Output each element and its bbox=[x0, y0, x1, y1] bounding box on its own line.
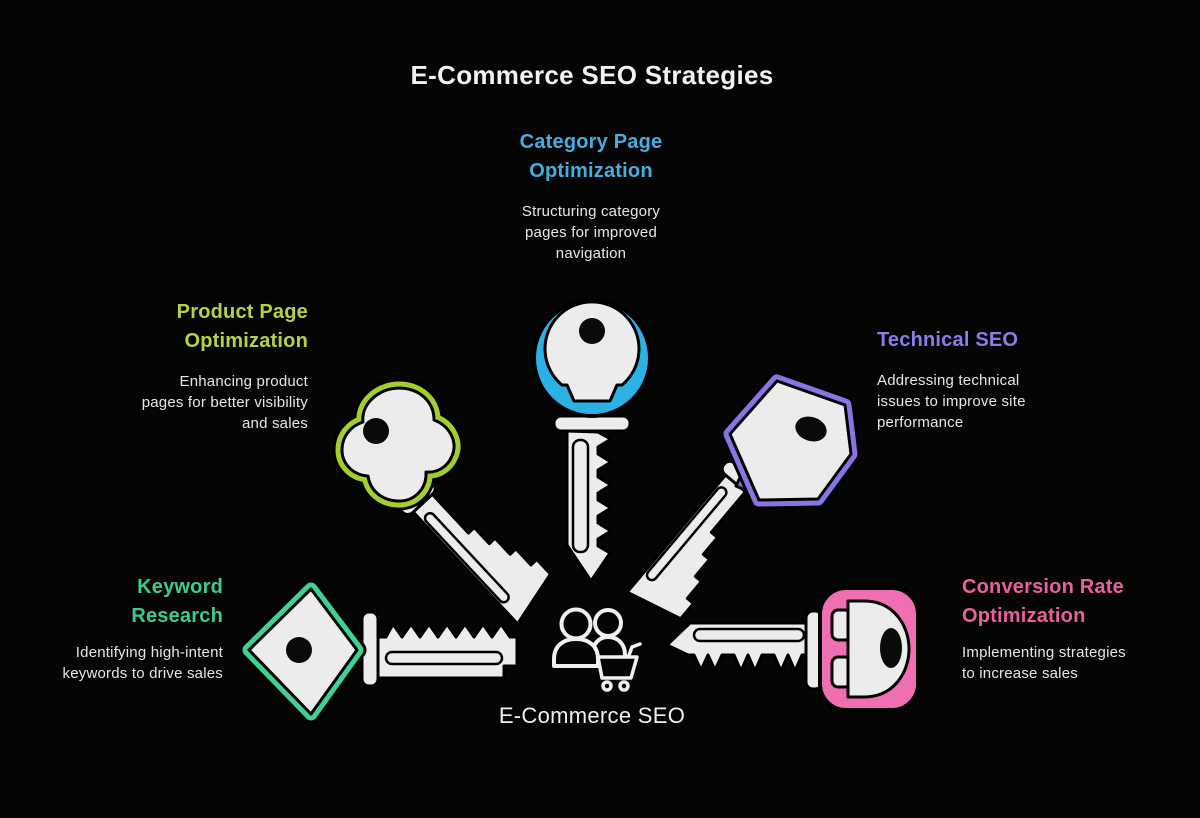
strategy-description: Addressing technical issues to improve s… bbox=[877, 372, 1026, 431]
people-shopping-cart-icon bbox=[552, 607, 642, 692]
strategy-conversion-rate: Conversion Rate Optimization Implementin… bbox=[962, 573, 1182, 684]
center-label: E-Commerce SEO bbox=[498, 703, 686, 728]
strategy-description: Structuring category pages for improved … bbox=[521, 203, 661, 262]
key-icon-product-page bbox=[332, 378, 552, 626]
strategy-heading: Category Page Optimization bbox=[519, 131, 663, 182]
keyhole bbox=[795, 416, 827, 442]
key-icon-keyword-research bbox=[239, 579, 519, 724]
page-title: E-Commerce SEO Strategies bbox=[410, 60, 774, 90]
strategy-heading: Conversion Rate Optimization bbox=[962, 576, 1124, 627]
key-icon-conversion-rate bbox=[665, 586, 920, 712]
keyhole bbox=[286, 637, 312, 663]
strategy-technical-seo: Technical SEO Addressing technical issue… bbox=[877, 326, 1087, 433]
strategy-description: Identifying high-intent keywords to driv… bbox=[62, 644, 223, 682]
strategy-heading: Product Page Optimization bbox=[176, 301, 308, 352]
key-icon-technical-seo bbox=[625, 371, 861, 621]
keyhole bbox=[579, 318, 605, 344]
strategy-description: Enhancing product pages for better visib… bbox=[141, 373, 308, 432]
keyhole bbox=[363, 418, 389, 444]
keyhole bbox=[880, 628, 902, 668]
strategy-keyword-research: Keyword Research Identifying high-intent… bbox=[23, 573, 223, 684]
key-icon-category-page bbox=[532, 298, 652, 583]
strategy-heading: Keyword Research bbox=[131, 576, 223, 627]
strategy-category-page: Category Page Optimization Structuring c… bbox=[441, 128, 741, 264]
strategy-description: Implementing strategies to increase sale… bbox=[962, 644, 1126, 682]
strategy-heading: Technical SEO bbox=[877, 329, 1019, 351]
strategy-product-page: Product Page Optimization Enhancing prod… bbox=[38, 298, 308, 434]
